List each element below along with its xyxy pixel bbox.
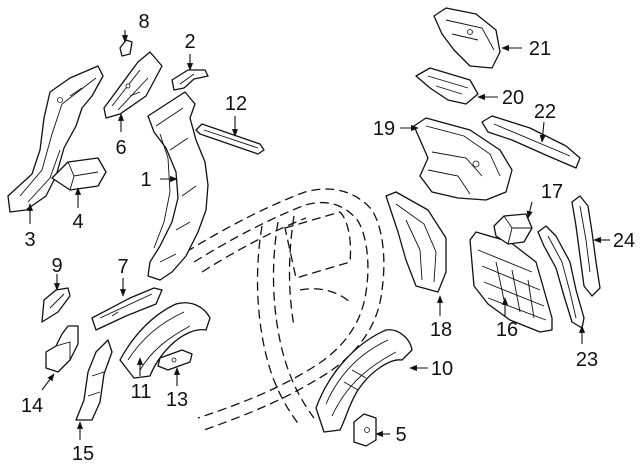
part-18-rear-pillar-inner	[385, 191, 447, 293]
part-12-rail	[195, 123, 265, 155]
callout-18-label: 18	[430, 319, 452, 341]
callout-10: 10	[409, 358, 453, 380]
callout-22-label: 22	[534, 101, 556, 123]
callout-14: 14	[21, 373, 55, 417]
part-13-plate	[157, 349, 193, 371]
callout-9: 9	[51, 255, 63, 291]
part-4-bracket	[51, 157, 107, 191]
body-side-outline	[185, 188, 385, 431]
callout-23: 23	[576, 325, 598, 371]
callout-24: 24	[593, 230, 635, 252]
callout-2: 2	[184, 31, 196, 71]
callout-3-label: 3	[24, 229, 35, 251]
callout-18: 18	[430, 295, 452, 341]
callout-1-label: 1	[140, 169, 151, 191]
callout-15-label: 15	[72, 443, 94, 465]
callout-21-label: 21	[529, 38, 551, 60]
part-19-quarter-inner	[413, 117, 513, 201]
callout-20-label: 20	[502, 87, 524, 109]
callout-13: 13	[166, 367, 188, 411]
part-1-center-pillar	[147, 91, 209, 281]
part-8-gusset	[119, 39, 133, 57]
callout-24-label: 24	[613, 230, 635, 252]
callout-8-label: 8	[138, 11, 149, 33]
callout-7-label: 7	[117, 256, 128, 278]
part-16-inner-panel	[469, 231, 553, 333]
part-9-bracket	[41, 287, 71, 323]
part-5-clip	[353, 413, 377, 447]
part-7-lower-rail	[91, 287, 163, 331]
part-22-rear-rail	[481, 115, 581, 169]
callout-21: 21	[501, 38, 551, 60]
callout-4-label: 4	[72, 211, 83, 233]
part-15-lower-pillar	[75, 339, 113, 421]
callout-10-label: 10	[431, 358, 453, 380]
callout-5: 5	[375, 424, 407, 446]
callout-6-label: 6	[115, 137, 126, 159]
part-6-reinforcement	[103, 51, 163, 119]
callout-16-label: 16	[496, 319, 518, 341]
callout-13-label: 13	[166, 389, 188, 411]
callout-2-label: 2	[184, 31, 195, 53]
callout-7: 7	[117, 256, 129, 297]
callout-11-label: 11	[131, 381, 152, 403]
callout-15: 15	[72, 421, 94, 465]
callout-19: 19	[373, 118, 419, 140]
callout-23-label: 23	[576, 349, 598, 371]
callout-20: 20	[477, 87, 524, 109]
callout-3: 3	[24, 203, 36, 251]
callout-17: 17	[526, 181, 563, 219]
part-3-front-pillar	[7, 65, 104, 213]
part-14-bracket	[45, 325, 79, 373]
callout-1: 1	[140, 169, 178, 191]
callout-19-label: 19	[373, 118, 395, 140]
callout-4: 4	[72, 187, 84, 233]
part-2-bracket	[171, 69, 209, 91]
part-17-bracket	[493, 213, 533, 245]
part-23-rear-rail	[537, 225, 585, 329]
callout-16: 16	[496, 297, 518, 341]
callout-6: 6	[115, 113, 127, 159]
part-21-gusset	[433, 7, 501, 69]
callout-9-label: 9	[51, 255, 62, 277]
part-24-end-panel	[571, 195, 601, 297]
part-20-upper-bracket	[415, 67, 479, 105]
callout-5-label: 5	[395, 424, 406, 446]
callout-12: 12	[225, 93, 247, 137]
part-10-wheelhouse	[315, 329, 413, 433]
callout-22: 22	[534, 101, 556, 143]
callout-11: 11	[131, 357, 152, 403]
callout-8: 8	[121, 11, 150, 43]
callout-17-label: 17	[541, 181, 563, 203]
callout-14-label: 14	[21, 395, 43, 417]
callout-12-label: 12	[225, 93, 247, 115]
